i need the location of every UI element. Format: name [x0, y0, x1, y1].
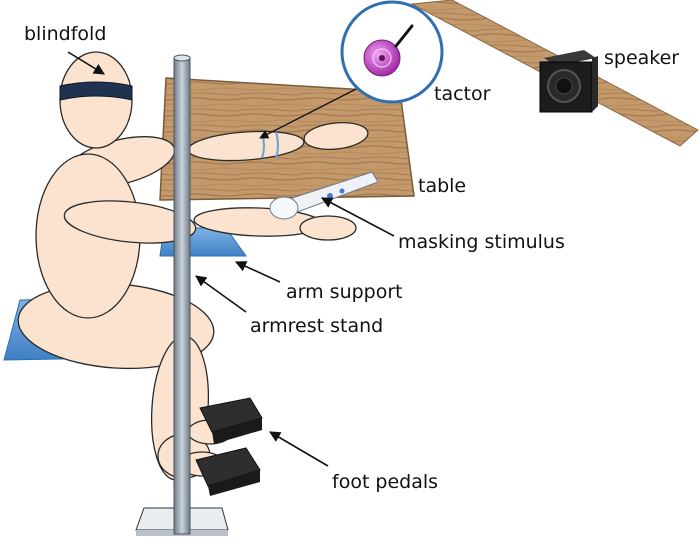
annotation-arrows: [67, 51, 395, 467]
blindfold-band: [59, 81, 133, 101]
speaker-icon: [539, 50, 598, 113]
masking-stimulus-wand: [269, 171, 379, 220]
label-speaker: speaker: [604, 47, 679, 69]
arm-support-arrow: [234, 261, 281, 283]
blindfold-arrow: [67, 51, 105, 75]
label-masking-stimulus: masking stimulus: [398, 231, 565, 253]
label-blindfold: blindfold: [24, 23, 106, 45]
label-foot-pedals: foot pedals: [332, 471, 438, 493]
label-table: table: [418, 175, 466, 197]
label-tactor: tactor: [434, 83, 491, 105]
masking-stimulus-arrow: [321, 197, 395, 237]
foot-pedals: [195, 397, 263, 496]
tactor-zoom: [259, 0, 444, 139]
armrest-stand-pole: [173, 54, 191, 535]
label-armrest-stand: armrest stand: [250, 315, 383, 337]
label-arm-support: arm support: [286, 281, 403, 303]
foot-pedals-arrow: [269, 431, 329, 467]
armrest-stand-arrow: [195, 275, 247, 313]
